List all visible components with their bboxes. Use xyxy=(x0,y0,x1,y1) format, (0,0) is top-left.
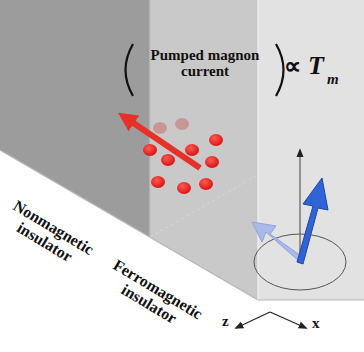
box-edge xyxy=(257,0,258,300)
subscript: m xyxy=(327,72,339,88)
magnon-current-arrow xyxy=(126,118,200,168)
interface-edge xyxy=(150,176,256,237)
interface-edge xyxy=(149,0,151,237)
x-axis xyxy=(270,312,306,328)
equation-text: Pumped magnon current xyxy=(140,48,270,80)
axis-line xyxy=(299,150,300,262)
axis-label: x xyxy=(312,316,320,332)
parenthesis xyxy=(276,44,284,96)
torque-symbol: T xyxy=(308,52,324,79)
spin-arrow xyxy=(297,178,328,264)
precessing-spin-ghost xyxy=(252,222,304,262)
z-axis xyxy=(236,312,270,328)
front-face xyxy=(258,0,364,300)
box-edge xyxy=(258,299,364,300)
ferromagnetic-face xyxy=(150,0,258,300)
axis-label: z xyxy=(222,314,229,330)
proportional-sign: ∝ xyxy=(284,54,301,79)
parenthesis xyxy=(126,44,134,96)
